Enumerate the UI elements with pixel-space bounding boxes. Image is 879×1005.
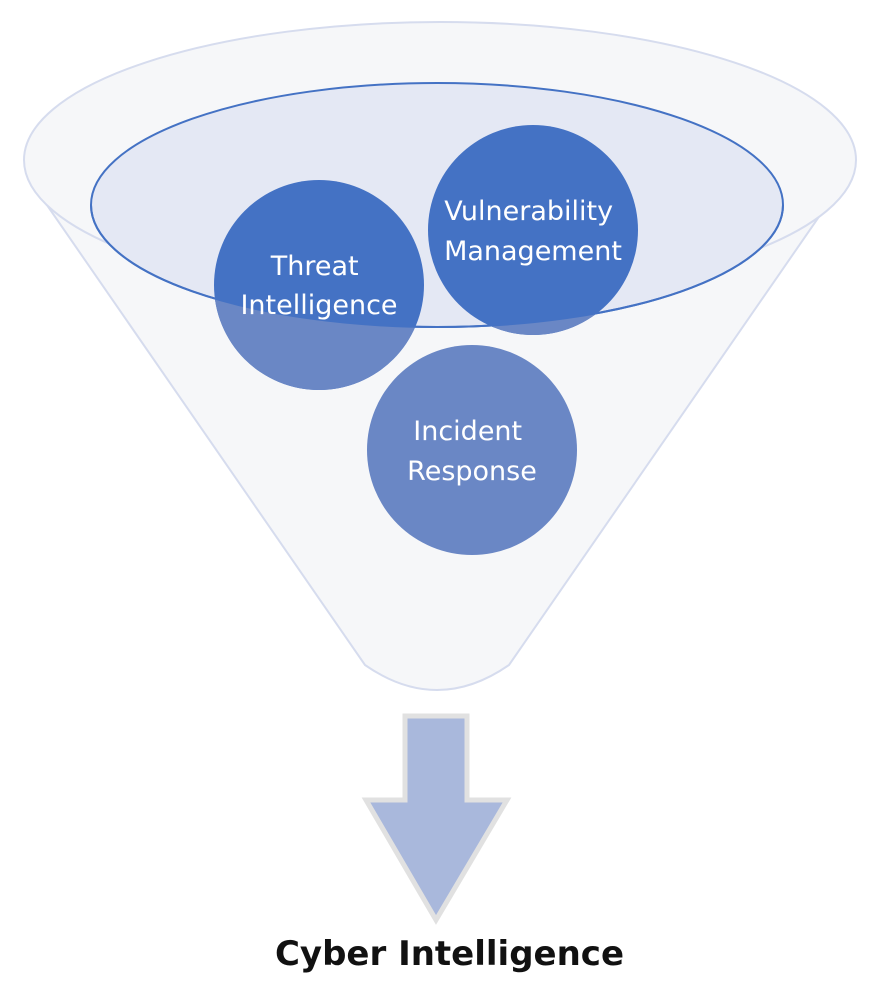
incident-response-circle [367,345,577,555]
funnel-rim-front-edge [90,204,784,328]
output-label: Cyber Intelligence [274,934,625,974]
vulnerability-management-circle [428,125,638,335]
vulnerability-management-label: Vulnerability Management [444,196,622,267]
output-arrow [361,713,512,925]
incident-response-label: Incident Response [407,416,537,487]
threat-intelligence-label: Threat Intelligence [240,251,397,321]
